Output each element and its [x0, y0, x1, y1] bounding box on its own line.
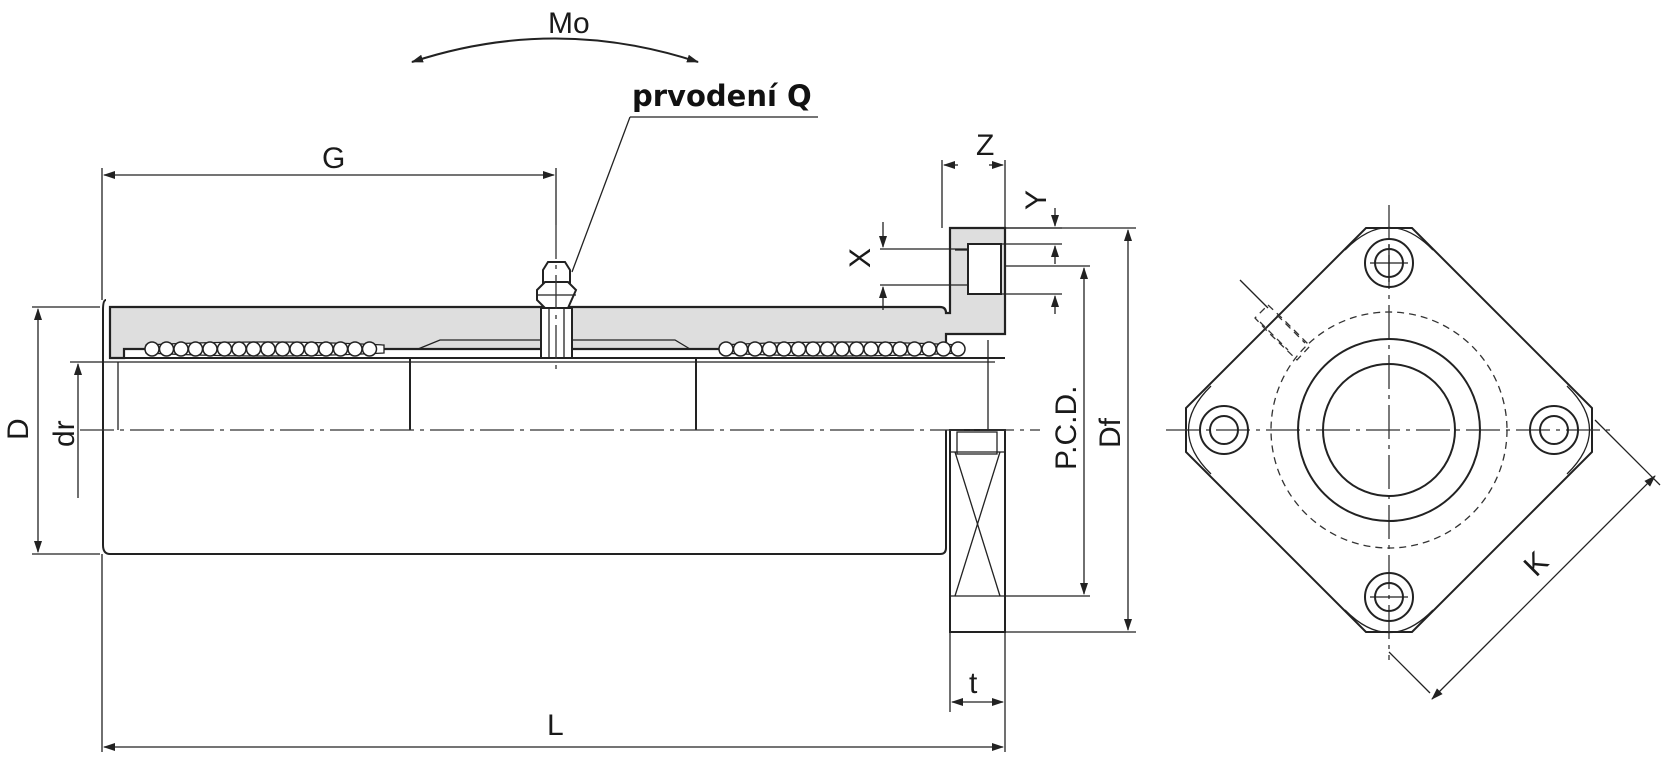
bolt-hole-top — [1364, 238, 1414, 288]
dimensions: G L t Z Y X D — [2, 129, 1136, 752]
dim-Y: Y — [1020, 190, 1053, 210]
dim-dr: dr — [48, 420, 81, 447]
dim-K: K — [1518, 545, 1555, 582]
dim-L: L — [547, 709, 564, 742]
mount-hole — [967, 243, 1002, 295]
ball-train-left — [144, 341, 385, 357]
bolt-hole-bottom — [1364, 572, 1414, 622]
bolt-hole-left — [1199, 405, 1249, 455]
dim-pcd: P.C.D. — [1050, 386, 1083, 470]
grease-callout: prvodení Q — [571, 79, 818, 273]
front-view: K — [1166, 205, 1661, 700]
pcd-circle — [1270, 311, 1508, 549]
dim-t: t — [969, 667, 978, 700]
dim-X: X — [844, 248, 877, 268]
moment-label: Mo — [548, 7, 590, 40]
dim-Df: Df — [1094, 417, 1127, 448]
grease-port — [1239, 279, 1311, 361]
grease-label: prvodení Q — [632, 79, 812, 113]
ball-train-right — [718, 341, 966, 357]
moment-indicator: Mo — [411, 7, 699, 63]
side-view — [80, 225, 1040, 633]
sleeve-lower — [102, 299, 947, 555]
dim-Z: Z — [976, 129, 994, 162]
flange-outline — [1185, 227, 1593, 633]
outer-sleeve-circle — [1297, 338, 1481, 522]
dim-G: G — [322, 142, 345, 175]
dim-D: D — [2, 418, 35, 440]
bore-circle — [1322, 363, 1456, 497]
bolt-hole-right — [1529, 405, 1579, 455]
sleeve-upper-section — [108, 226, 1007, 360]
